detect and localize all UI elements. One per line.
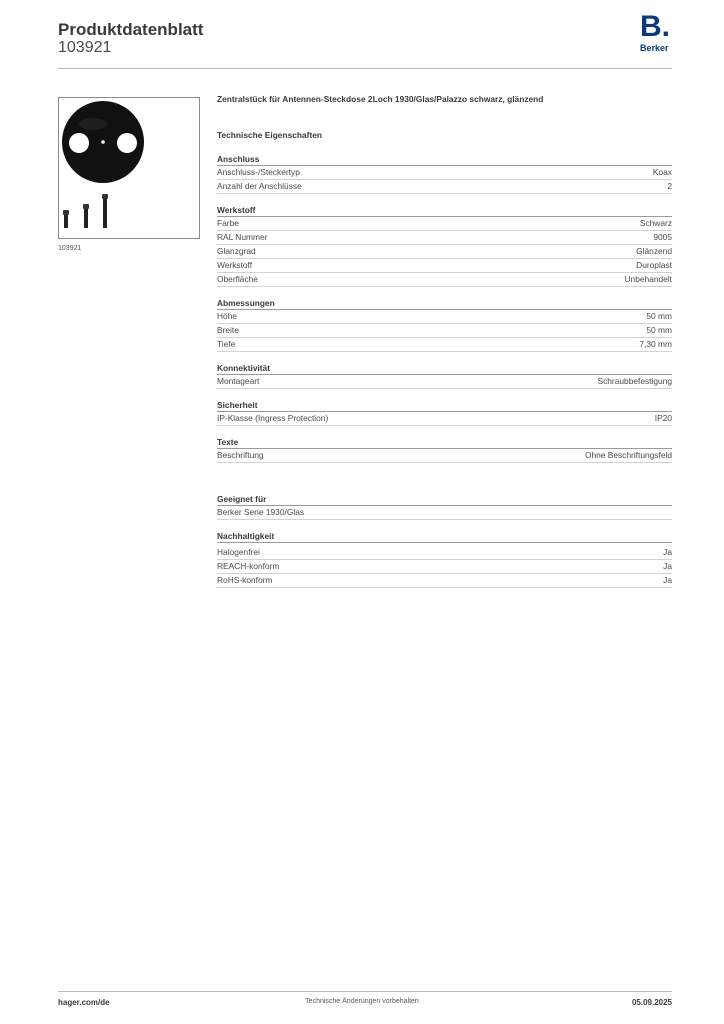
product-image xyxy=(58,97,200,239)
row-label: Oberfläche xyxy=(217,274,258,284)
section-werkstoff: Werkstoff Farbe Schwarz RAL Nummer 9005 Gl… xyxy=(217,204,672,287)
row-value: Ohne Beschriftungsfeld xyxy=(584,450,672,460)
row-value: 9005 xyxy=(653,232,672,242)
row-value: IP20 xyxy=(654,413,672,423)
table-row: IP-Klasse (Ingress Protection) IP20 xyxy=(217,412,672,426)
section-anschluss: Anschluss Anschluss-/Steckertyp Koax Anza… xyxy=(217,153,672,194)
row-label: Beschriftung xyxy=(217,450,264,460)
table-row: Anschluss-/Steckertyp Koax xyxy=(217,166,672,180)
row-label: RoHS-konform xyxy=(217,575,273,585)
row-value: Ja xyxy=(663,575,672,585)
image-caption: 103921 xyxy=(58,245,82,252)
berker-logo: B. Berker xyxy=(638,12,676,54)
row-label: RAL Nummer xyxy=(217,232,268,242)
section-abmessungen: Abmessungen Höhe 50 mm Breite 50 mm Tiefe 7… xyxy=(217,297,672,352)
section-title: Konnektivität xyxy=(217,362,672,375)
row-label: IP-Klasse (Ingress Protection) xyxy=(217,413,329,423)
section-konnektivitaet: Konnektivität Montageart Schraubbefestigu… xyxy=(217,362,672,389)
row-label: Glanzgrad xyxy=(217,246,256,256)
row-label: REACH-konform xyxy=(217,561,280,571)
table-row: Höhe 50 mm xyxy=(217,310,672,324)
table-row: Berker Serie 1930/Glas xyxy=(217,506,672,520)
row-label: Werkstoff xyxy=(217,260,253,270)
row-value: Unbehandelt xyxy=(624,274,673,284)
logo-text: Berker xyxy=(640,43,669,53)
section-title: Anschluss xyxy=(217,153,672,166)
table-row: Anzahl der Anschlüsse 2 xyxy=(217,180,672,194)
row-label: Berker Serie 1930/Glas xyxy=(217,507,305,517)
row-label: Tiefe xyxy=(217,339,236,349)
row-value: 50 mm xyxy=(646,311,672,321)
row-label: Halogenfrei xyxy=(217,547,260,557)
row-value: 7,30 mm xyxy=(639,339,672,349)
row-value: 2 xyxy=(667,181,672,191)
row-label: Montageart xyxy=(217,376,260,386)
row-value: Koax xyxy=(652,167,672,177)
article-number: 103921 xyxy=(58,39,112,56)
footer-disclaimer: Technische Änderungen vorbehalten xyxy=(305,998,419,1005)
document-title: Produktdatenblatt xyxy=(58,20,204,39)
table-row: Glanzgrad Glänzend xyxy=(217,245,672,259)
header-divider xyxy=(58,68,672,69)
section-sicherheit: Sicherheit IP-Klasse (Ingress Protection… xyxy=(217,399,672,426)
section-texte: Texte Beschriftung Ohne Beschriftungsfeld xyxy=(217,436,672,463)
table-row: Tiefe 7,30 mm xyxy=(217,338,672,352)
row-label: Anschluss-/Steckertyp xyxy=(217,167,300,177)
footer-divider xyxy=(58,991,672,992)
row-value: Schraubbefestigung xyxy=(597,376,673,386)
row-label: Farbe xyxy=(217,218,239,228)
table-row: Werkstoff Duroplast xyxy=(217,259,672,273)
table-row: Breite 50 mm xyxy=(217,324,672,338)
product-illustration xyxy=(62,101,144,228)
row-label: Breite xyxy=(217,325,239,335)
row-value: Glänzend xyxy=(636,246,672,256)
row-value: Duroplast xyxy=(636,260,672,270)
spacer xyxy=(217,473,672,493)
table-row: RoHS-konform Ja xyxy=(217,574,672,588)
row-value: Ja xyxy=(663,547,672,557)
section-geeignet-fuer: Geeignet für Berker Serie 1930/Glas xyxy=(217,493,672,520)
table-row: Montageart Schraubbefestigung xyxy=(217,375,672,389)
section-title: Geeignet für xyxy=(217,493,672,506)
table-row: Beschriftung Ohne Beschriftungsfeld xyxy=(217,449,672,463)
table-row: Oberfläche Unbehandelt xyxy=(217,273,672,287)
row-value: Ja xyxy=(663,561,672,571)
table-row: Farbe Schwarz xyxy=(217,217,672,231)
logo-letter: B. xyxy=(640,10,670,43)
footer-date: 05.09.2025 xyxy=(631,998,672,1007)
table-row: Halogenfrei Ja xyxy=(217,546,672,560)
section-title: Texte xyxy=(217,436,672,449)
section-title: Abmessungen xyxy=(217,297,672,310)
technical-properties-title: Technische Eigenschaften xyxy=(217,130,323,140)
footer-website-link[interactable]: hager.com/de xyxy=(58,998,110,1007)
row-label: Anzahl der Anschlüsse xyxy=(217,181,302,191)
table-row: REACH-konform Ja xyxy=(217,560,672,574)
product-title: Zentralstück für Antennen-Steckdose 2Loc… xyxy=(217,94,544,104)
product-details: Zentralstück für Antennen-Steckdose 2Loc… xyxy=(217,94,672,598)
row-value: Schwarz xyxy=(639,218,672,228)
table-row: RAL Nummer 9005 xyxy=(217,231,672,245)
section-title: Sicherheit xyxy=(217,399,672,412)
section-title: Werkstoff xyxy=(217,204,672,217)
row-label: Höhe xyxy=(217,311,238,321)
row-value: 50 mm xyxy=(646,325,672,335)
section-title: Nachhaltigkeit xyxy=(217,530,672,543)
